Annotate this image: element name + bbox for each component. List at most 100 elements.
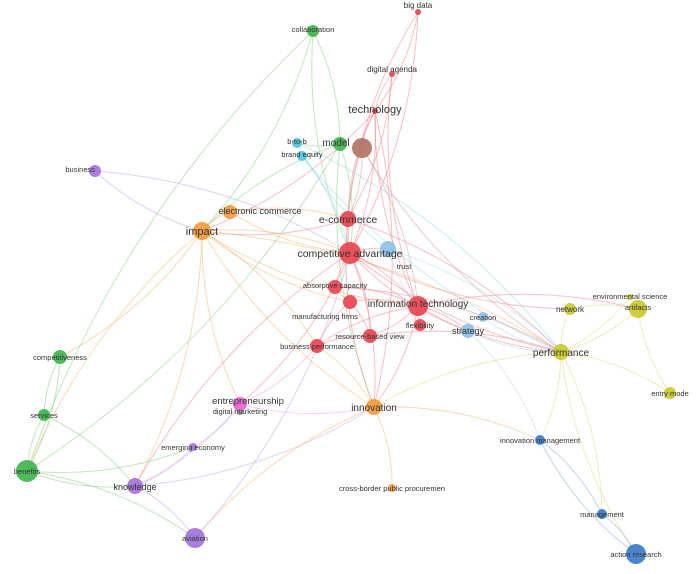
node-label-digital-marketing: digital marketing	[213, 407, 268, 416]
node-business[interactable]	[89, 165, 101, 177]
node-collaboration[interactable]	[307, 25, 319, 37]
node-label-impact: impact	[186, 226, 218, 238]
node-electronic-commerce[interactable]	[223, 205, 237, 219]
edge	[26, 143, 341, 472]
edge	[336, 143, 375, 408]
node-resource-based-view[interactable]	[363, 329, 377, 343]
node-label-flexibility: flexibility	[406, 321, 435, 330]
edge	[194, 252, 351, 539]
node-benefits[interactable]	[16, 460, 38, 482]
edge	[373, 351, 562, 408]
edge	[201, 230, 562, 353]
edge	[347, 147, 363, 254]
node-label-services: services	[30, 411, 58, 420]
node-artifacts[interactable]	[629, 300, 647, 318]
node-business-performance[interactable]	[310, 339, 324, 353]
node-knowledge[interactable]	[127, 478, 143, 494]
node-label-business-performance: business performance	[280, 342, 354, 351]
node-management[interactable]	[597, 509, 607, 519]
node-network[interactable]	[564, 303, 576, 315]
node-performance[interactable]	[553, 344, 569, 360]
edge	[26, 470, 196, 539]
edge	[347, 218, 562, 353]
node-label-environmental-science: environmental science	[593, 292, 668, 301]
edge	[201, 229, 351, 254]
node-label-artifacts: artifacts	[625, 303, 652, 312]
edge	[467, 330, 562, 353]
node-cross-border-public-procurement[interactable]	[388, 484, 396, 492]
edge	[361, 147, 562, 353]
node-innovation[interactable]	[366, 399, 382, 415]
edge	[539, 351, 562, 441]
edge	[26, 230, 203, 472]
node-trust[interactable]	[380, 241, 396, 257]
edge	[201, 110, 376, 232]
node-label-cross-border-public-procurement: cross-border public procuremen	[339, 484, 445, 493]
node-big-data[interactable]	[415, 9, 421, 15]
node-emerging-economy[interactable]	[189, 443, 197, 451]
node-competitive-advantage[interactable]	[339, 242, 361, 264]
node-e-commerce[interactable]	[340, 211, 356, 227]
node-innovation-management[interactable]	[535, 435, 545, 445]
edge	[134, 252, 351, 487]
edge	[59, 230, 203, 358]
node-action-research[interactable]	[626, 544, 646, 564]
node-label-aviation: aviation	[182, 534, 208, 543]
edge	[201, 230, 375, 408]
node-label-action-research: action research	[610, 550, 661, 559]
node-absorptive-capacity[interactable]	[328, 280, 342, 294]
node-entry-mode[interactable]	[664, 387, 676, 399]
edge	[560, 296, 631, 353]
edge	[201, 230, 318, 347]
node-services[interactable]	[38, 409, 50, 421]
node-brown-node[interactable]	[352, 138, 372, 158]
edge	[296, 142, 562, 353]
node-label-entry-mode: entry mode	[651, 389, 689, 398]
edge	[301, 155, 562, 353]
node-label-management: management	[580, 510, 625, 519]
node-label-brand-equity: brand equity	[281, 150, 323, 159]
node-flexibility[interactable]	[414, 319, 426, 331]
edge	[387, 248, 562, 353]
node-technology[interactable]	[372, 108, 378, 114]
node-b2b[interactable]	[292, 138, 302, 148]
edge	[339, 143, 353, 254]
edge	[349, 252, 376, 408]
edge	[560, 351, 603, 515]
edge	[387, 73, 419, 307]
node-manufacturing-firms[interactable]	[343, 295, 357, 309]
node-label-e-commerce: e-commerce	[319, 214, 378, 226]
edge	[43, 414, 136, 487]
node-impact[interactable]	[193, 222, 211, 240]
edge	[374, 73, 393, 112]
edge	[467, 330, 541, 441]
node-strategy[interactable]	[461, 324, 475, 338]
node-information-technology[interactable]	[408, 296, 428, 316]
node-brand-equity[interactable]	[297, 151, 307, 161]
node-label-collaboration: collaboration	[292, 25, 335, 34]
node-label-performance: performance	[533, 348, 590, 359]
node-competitiveness[interactable]	[53, 350, 67, 364]
node-label-resource-based-view: resource-based view	[335, 332, 405, 341]
node-entrepreneurship[interactable]	[233, 397, 247, 411]
node-model[interactable]	[333, 137, 347, 151]
node-label-trust: trust	[397, 262, 413, 271]
node-label-emerging-economy: emerging economy	[161, 443, 225, 452]
node-environmental-science[interactable]	[627, 294, 633, 300]
edge	[374, 11, 419, 112]
edge	[26, 446, 194, 474]
node-label-digital-agenda: digital agenda	[367, 65, 417, 74]
edge	[482, 316, 562, 353]
node-aviation[interactable]	[185, 528, 205, 548]
node-digital-marketing[interactable]	[237, 409, 243, 415]
node-label-model: model	[322, 138, 349, 149]
edge	[349, 110, 377, 254]
node-creation[interactable]	[478, 312, 488, 322]
edge	[201, 230, 351, 303]
edge	[560, 351, 671, 394]
edge	[560, 351, 637, 555]
edge	[201, 230, 241, 405]
node-digital-agenda[interactable]	[389, 71, 395, 77]
edge	[373, 305, 419, 408]
